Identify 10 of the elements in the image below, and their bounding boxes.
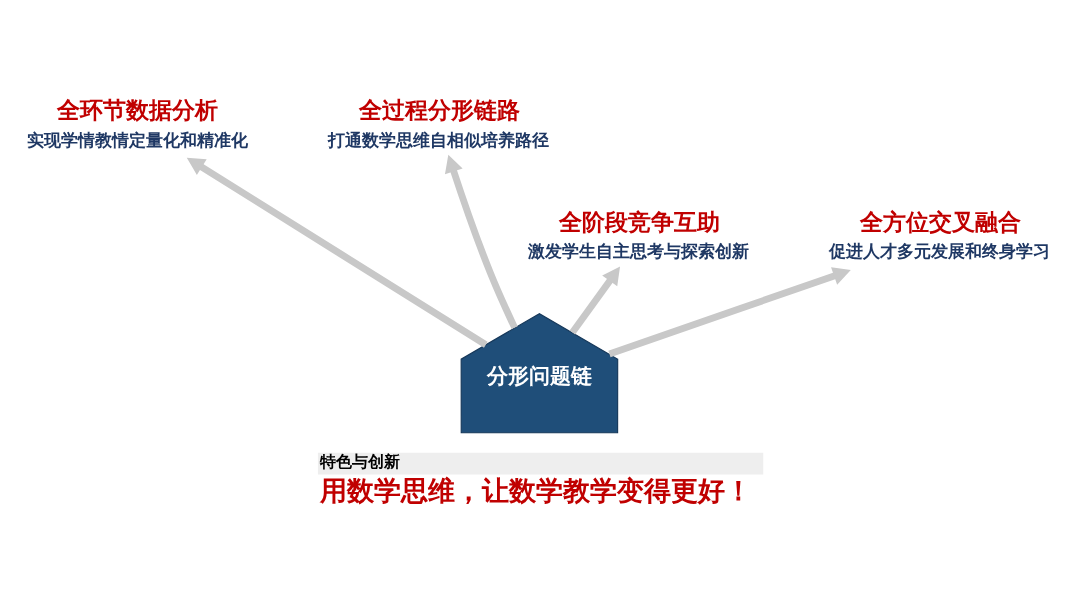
diagram-title: 特色与创新 — [320, 451, 401, 471]
arrow — [569, 266, 621, 335]
caption: 用数学思维，让数学教学变得更好！ — [320, 474, 753, 506]
arrow — [444, 154, 518, 329]
arrow — [608, 266, 851, 357]
node-text: 全阶段竞争互助 激发学生自主思考与探索创新 — [527, 208, 749, 261]
arrow — [186, 157, 488, 348]
node-text: 全过程分形链路 打通数学思维自相似培养路径 — [327, 96, 549, 150]
node-text: 全环节数据分析 实现学情教情定量化和精准化 — [26, 96, 248, 150]
node-text: 全方位交叉融合 促进人才多元发展和终身学习 — [829, 208, 1051, 261]
